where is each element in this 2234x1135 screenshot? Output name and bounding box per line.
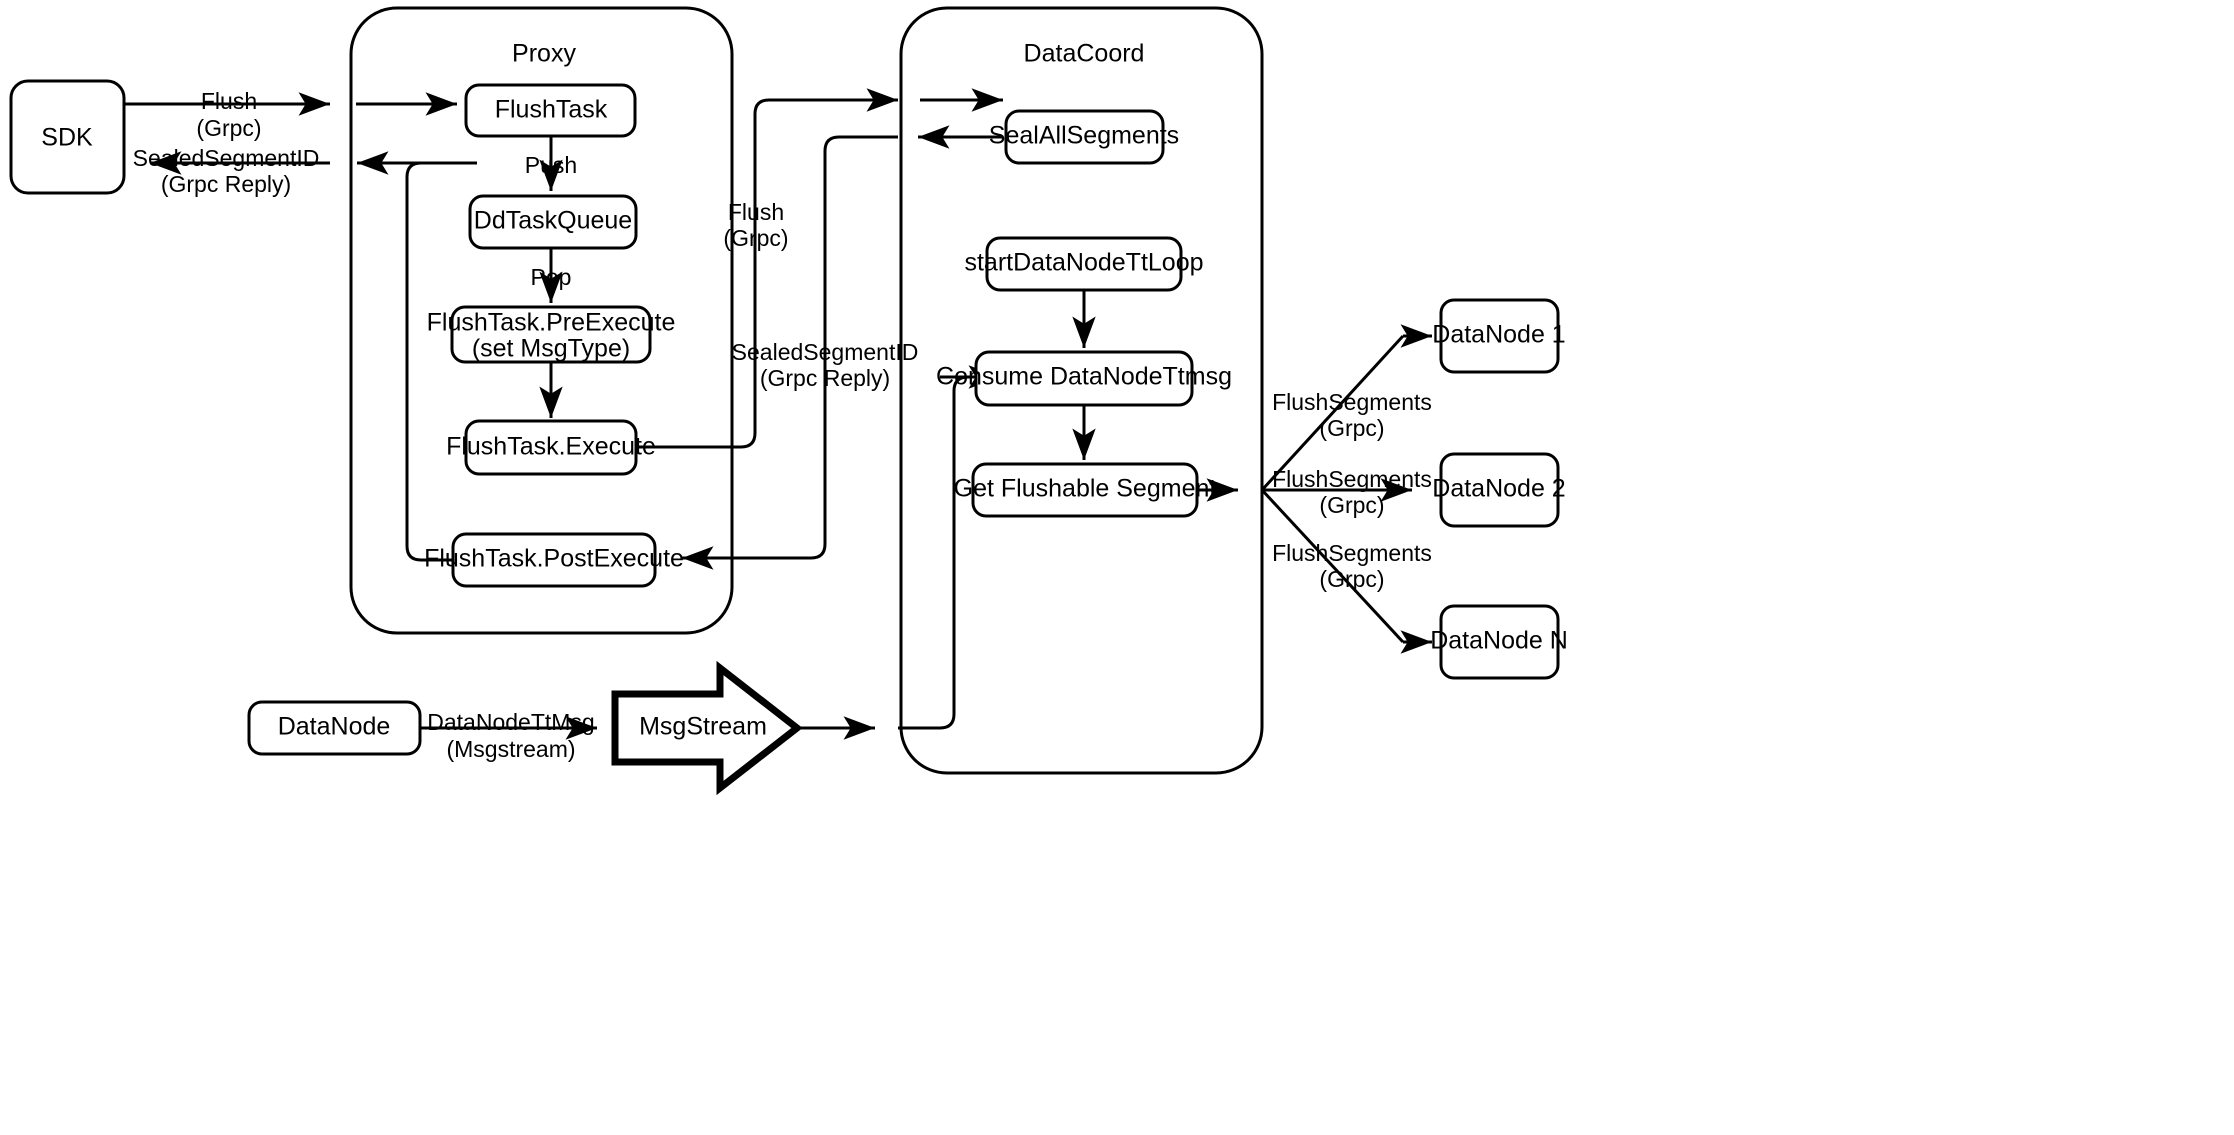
node-flush-task-postexecute[interactable]: FlushTask.PostExecute: [424, 532, 684, 588]
edge-sdk-to-proxy-label-line2: (Grpc): [196, 115, 261, 141]
datacoord-container-label: DataCoord: [1024, 40, 1145, 68]
consume-datanode-ttmsg-box[interactable]: [974, 350, 1194, 407]
edge-flushsegments-dn1-label-line1: FlushSegments: [1272, 389, 1432, 415]
flush-task-label: FlushTask: [495, 96, 608, 124]
flush-task-execute-label: FlushTask.Execute: [446, 433, 656, 461]
edge-flush-grpc-path: [636, 98, 875, 449]
edge-hub-to-dnn-seg: [1260, 488, 1405, 644]
edge-flushtask-to-ddtaskqueue: Push: [525, 136, 577, 191]
edge-proxy-to-sdk-label-line1: SealedSegmentID: [133, 145, 320, 171]
node-sdk[interactable]: SDK: [9, 79, 126, 195]
flush-task-box[interactable]: [464, 83, 637, 138]
edge-flushsegments-dnn-label-line2: (Grpc): [1319, 566, 1384, 592]
edge-proxy-to-sdk: SealedSegmentID (Grpc Reply): [133, 145, 477, 562]
node-msgstream[interactable]: MsgStream: [611, 660, 803, 796]
flush-task-execute-box[interactable]: [464, 419, 638, 476]
edge-flushable-to-datanodes: FlushSegments (Grpc) FlushSegments (Grpc…: [1197, 324, 1432, 654]
edge-datanode-to-msgstream: DataNodeTtMsg (Msgstream): [419, 709, 597, 762]
sdk-box[interactable]: [9, 79, 126, 195]
edge-flushsegments-dn1-label-line2: (Grpc): [1319, 415, 1384, 441]
datanode-box[interactable]: [247, 700, 422, 756]
node-datanode[interactable]: DataNode: [247, 700, 422, 756]
seal-all-segments-box[interactable]: [1004, 109, 1165, 165]
flush-task-preexecute-box[interactable]: [450, 305, 652, 364]
node-datanode-2[interactable]: DataNode 2: [1432, 452, 1566, 528]
node-dd-task-queue[interactable]: DdTaskQueue: [468, 194, 638, 250]
dd-task-queue-box[interactable]: [468, 194, 638, 250]
start-datanode-ttloop-label: startDataNodeTtLoop: [964, 249, 1203, 277]
edge-push-label: Push: [525, 152, 577, 178]
edge-flushsegments-dn2-label-line1: FlushSegments: [1272, 466, 1432, 492]
seal-all-segments-label: SealAllSegments: [989, 122, 1179, 150]
node-seal-all-segments[interactable]: SealAllSegments: [989, 109, 1179, 165]
edge-ddtaskqueue-to-preexecute: Pop: [531, 249, 572, 303]
datanode-n-label: DataNode N: [1430, 627, 1568, 655]
edge-execute-to-datacoord: Flush (Grpc): [636, 88, 1003, 449]
edge-flushsegments-dnn-label-line1: FlushSegments: [1272, 540, 1432, 566]
dd-task-queue-label: DdTaskQueue: [474, 207, 632, 235]
edge-msgstream-to-datacoord-riser: [898, 375, 969, 730]
node-datanode-n[interactable]: DataNode N: [1430, 604, 1568, 680]
consume-datanode-ttmsg-label: Consume DataNodeTtmsg: [936, 363, 1232, 391]
edge-pop-label: Pop: [531, 264, 572, 290]
proxy-container-label: Proxy: [512, 40, 576, 68]
flush-task-postexecute-box[interactable]: [451, 532, 657, 588]
edge-hub-to-dn1-seg: [1260, 334, 1405, 492]
edge-sdk-to-proxy-label-line1: Flush: [201, 88, 257, 114]
datanode-2-label: DataNode 2: [1432, 475, 1565, 503]
edge-flushsegments-dn2-label-line2: (Grpc): [1319, 492, 1384, 518]
start-datanode-ttloop-box[interactable]: [985, 236, 1183, 292]
node-flush-task-preexecute[interactable]: FlushTask.PreExecute (set MsgType): [427, 305, 676, 364]
node-flush-task[interactable]: FlushTask: [464, 83, 637, 138]
edge-sdk-to-proxy: Flush (Grpc): [124, 88, 457, 141]
msgstream-label: MsgStream: [639, 713, 767, 741]
node-flush-task-execute[interactable]: FlushTask.Execute: [446, 419, 656, 476]
edge-datanode-to-msgstream-label-line1: DataNodeTtMsg: [427, 709, 594, 735]
node-consume-datanode-ttmsg[interactable]: Consume DataNodeTtmsg: [936, 350, 1232, 407]
datanode-1-label: DataNode 1: [1432, 321, 1565, 349]
node-get-flushable-segment[interactable]: Get Flushable Segment: [954, 462, 1217, 518]
edge-datanode-to-msgstream-label-line2: (Msgstream): [446, 736, 575, 762]
node-start-datanode-ttloop[interactable]: startDataNodeTtLoop: [964, 236, 1204, 292]
flush-task-postexecute-label: FlushTask.PostExecute: [424, 545, 684, 573]
datanode-1-box[interactable]: [1439, 298, 1560, 374]
edge-sealedsegmentid-path: [770, 135, 898, 560]
edge-flush-grpc-label-line2: (Grpc): [723, 225, 788, 251]
edge-datacoord-to-postexecute: SealedSegmentID (Grpc Reply): [682, 125, 1003, 570]
flush-task-preexecute-label-line2: (set MsgType): [472, 335, 630, 363]
edge-proxy-to-sdk-label-line2: (Grpc Reply): [161, 171, 291, 197]
node-datanode-1[interactable]: DataNode 1: [1432, 298, 1566, 374]
edge-sealedsegmentid-label-line2: (Grpc Reply): [760, 365, 890, 391]
get-flushable-segment-label: Get Flushable Segment: [954, 475, 1217, 503]
datanode-label: DataNode: [278, 713, 391, 741]
edge-flush-grpc-label-line1: Flush: [728, 199, 784, 225]
sdk-label: SDK: [41, 124, 93, 152]
edge-sealedsegmentid-label-line1: SealedSegmentID: [732, 339, 919, 365]
msgstream-arrow-shape[interactable]: [611, 660, 803, 796]
datanode-2-box[interactable]: [1439, 452, 1560, 528]
get-flushable-segment-box[interactable]: [971, 462, 1199, 518]
datanode-n-box[interactable]: [1439, 604, 1560, 680]
flush-task-preexecute-label-line1: FlushTask.PreExecute: [427, 309, 676, 337]
